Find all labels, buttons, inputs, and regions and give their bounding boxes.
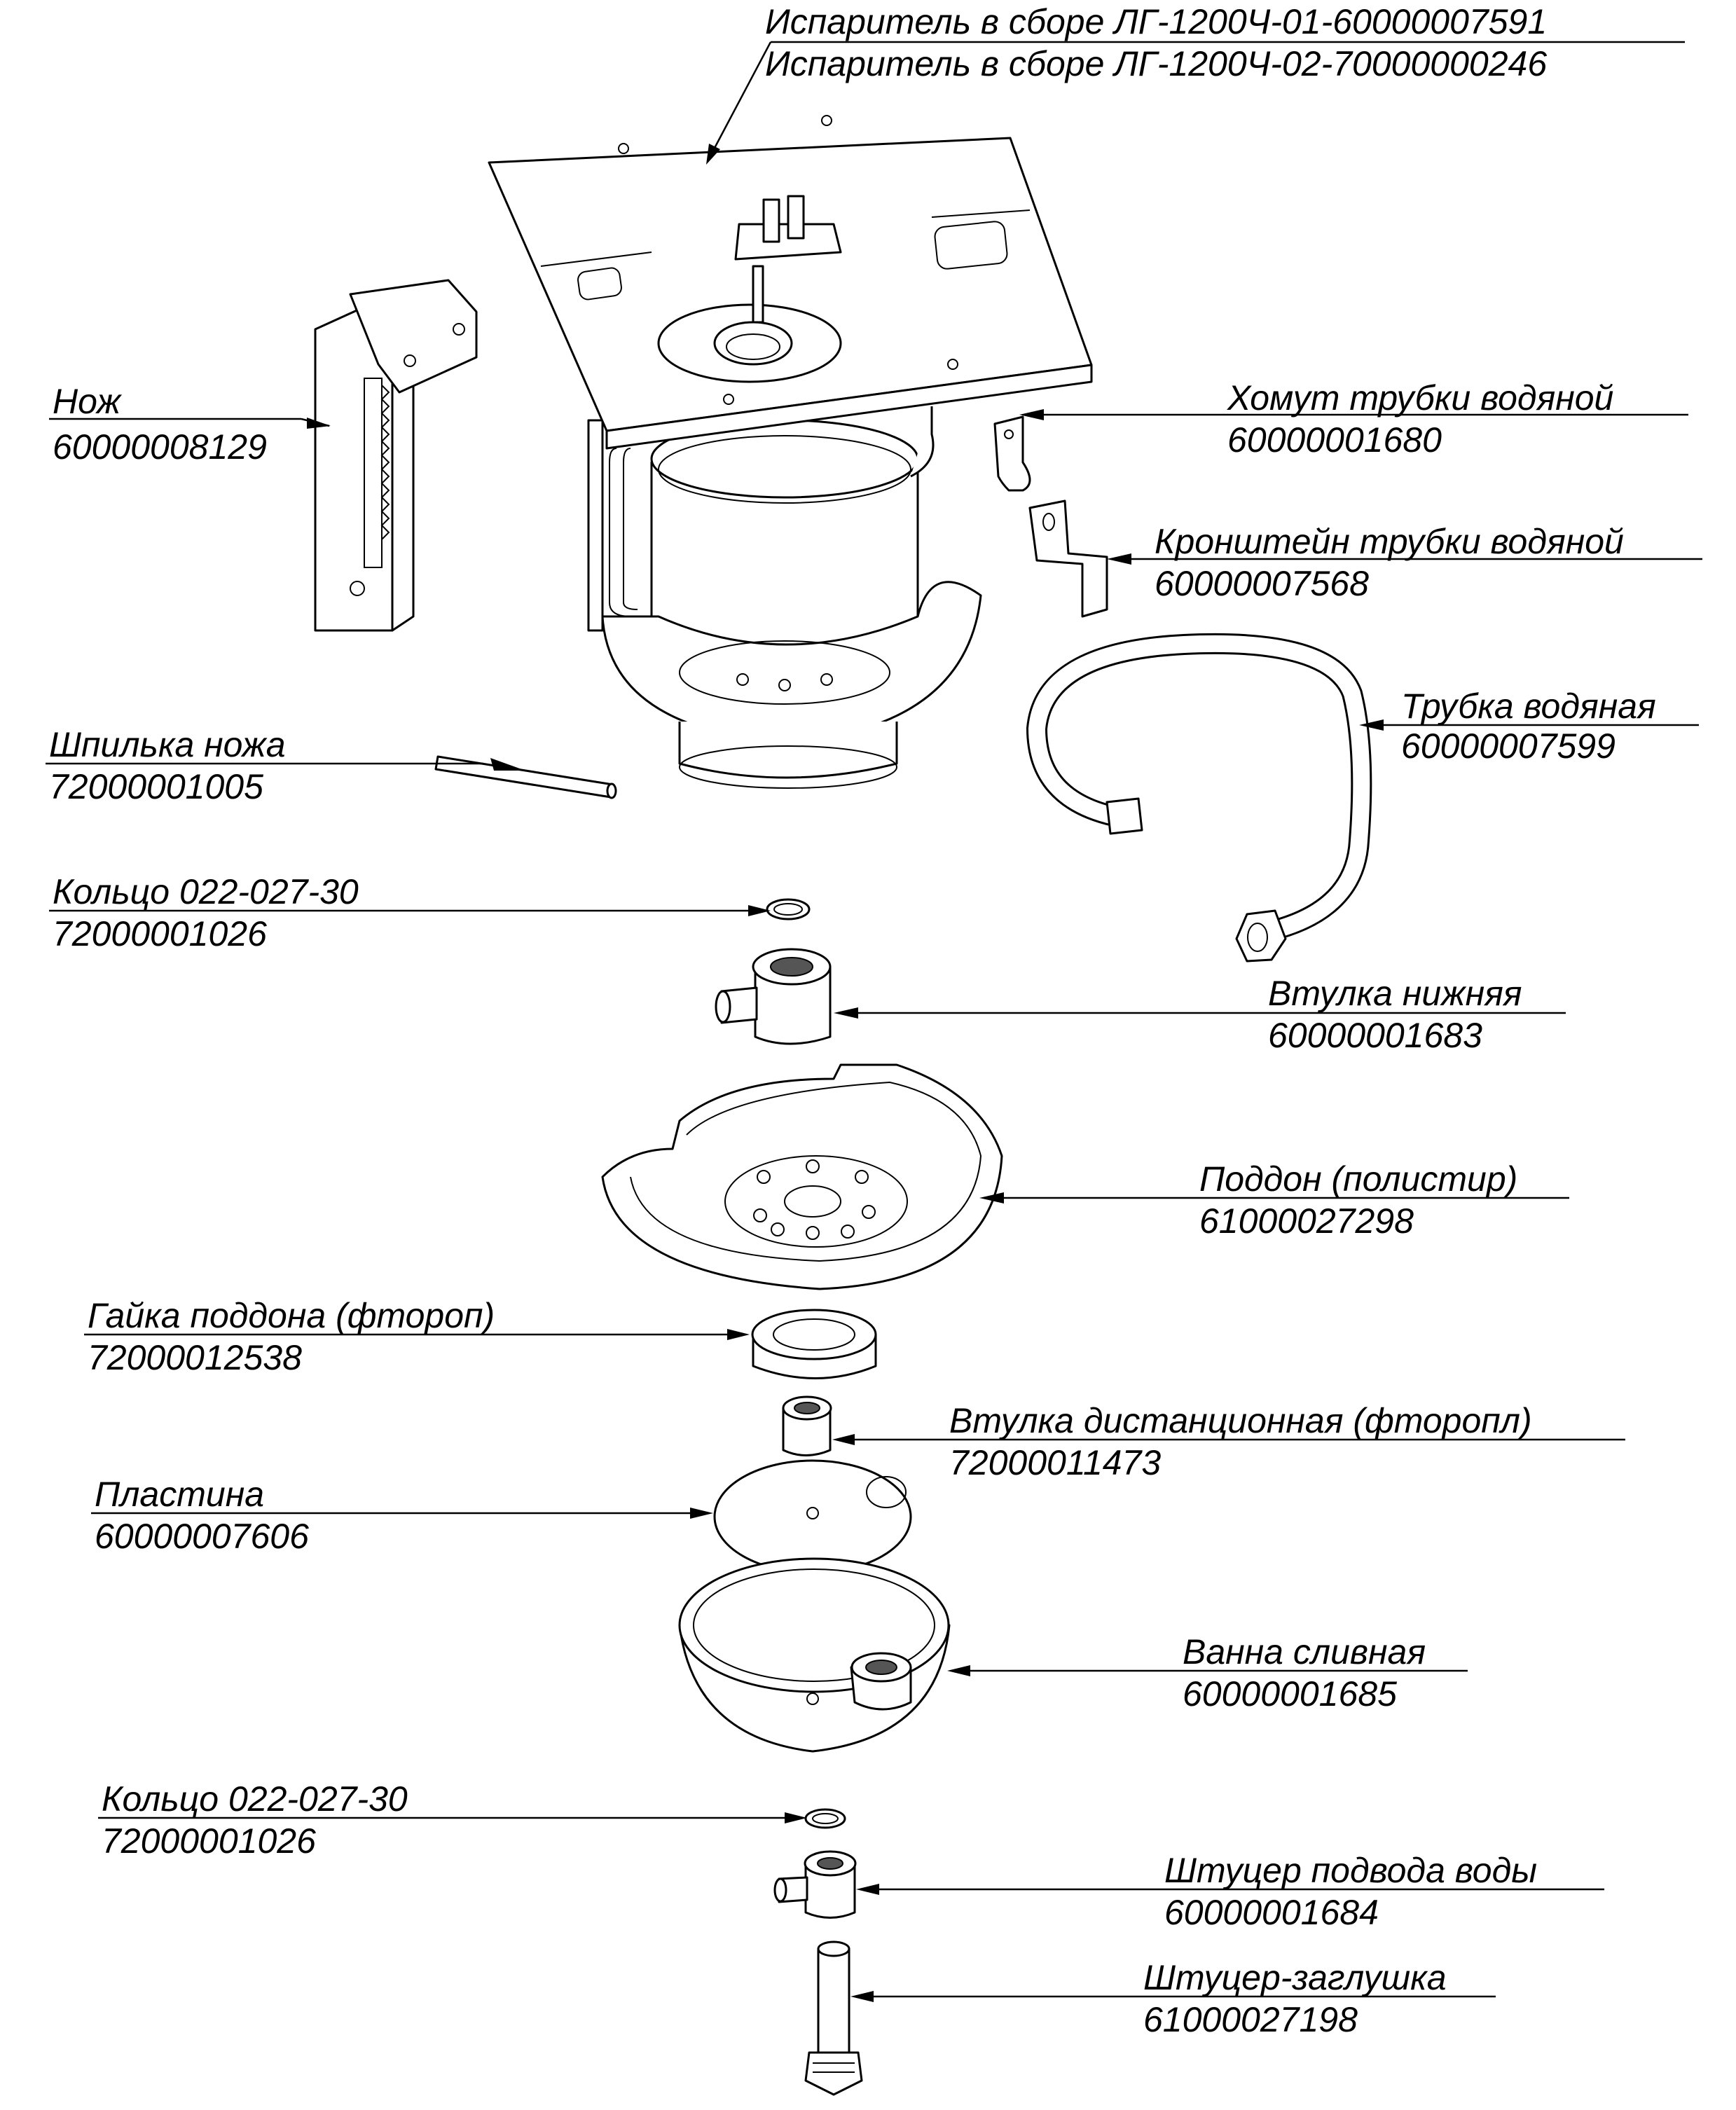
callout-water-tube-name: Трубка водяная bbox=[1401, 687, 1656, 726]
callout-knife-pin-name: Шпилька ножа bbox=[49, 725, 286, 764]
tray-part bbox=[601, 1063, 1003, 1290]
callout-ring-bottom-code: 72000001026 bbox=[102, 1821, 316, 1861]
tray-nut-part bbox=[751, 1309, 877, 1379]
callout-knife-pin: Шпилька ножа 72000001005 bbox=[49, 725, 286, 806]
water-fitting-part bbox=[773, 1850, 857, 1919]
ring-bottom-part bbox=[804, 1808, 846, 1829]
callout-drain-bath-name: Ванна сливная bbox=[1183, 1632, 1426, 1671]
knife-part bbox=[314, 279, 478, 632]
callout-knife-name: Нож bbox=[53, 382, 123, 421]
clamp-part bbox=[993, 415, 1031, 492]
callout-clamp-code: 60000001680 bbox=[1227, 420, 1442, 460]
callout-knife: Нож 60000008129 bbox=[53, 382, 267, 467]
callout-bracket: Кронштейн трубки водяной 60000007568 bbox=[1155, 522, 1624, 603]
callout-plug-fitting: Штуцер-заглушка 61000027198 bbox=[1143, 1958, 1447, 2039]
callout-tray-nut-code: 72000012538 bbox=[88, 1338, 302, 1377]
callout-drain-bath: Ванна сливная 60000001685 bbox=[1183, 1632, 1426, 1713]
callout-water-fitting-name: Штуцер подвода воды bbox=[1164, 1851, 1537, 1890]
callout-plug-fitting-code: 61000027198 bbox=[1143, 2000, 1358, 2039]
callout-ring-bottom-name: Кольцо 022-027-30 bbox=[102, 1779, 408, 1819]
knife-pin-part bbox=[434, 755, 617, 799]
callout-plate-name: Пластина bbox=[95, 1475, 264, 1514]
water-tube-part bbox=[1026, 633, 1372, 963]
callout-bracket-code: 60000007568 bbox=[1155, 564, 1369, 603]
callout-water-tube-code: 60000007599 bbox=[1401, 726, 1616, 766]
callout-spacer-bushing-name: Втулка дистанционная (фторопл) bbox=[949, 1401, 1532, 1440]
callout-drain-bath-code: 60000001685 bbox=[1183, 1674, 1397, 1713]
ring-top-part bbox=[766, 898, 811, 920]
callout-evaporator-line2: Испаритель в сборе ЛГ-1200Ч-02-700000002… bbox=[765, 44, 1547, 83]
callout-spacer-bushing: Втулка дистанционная (фторопл) 720000114… bbox=[949, 1401, 1532, 1482]
callout-water-fitting-code: 60000001684 bbox=[1164, 1893, 1379, 1932]
callout-knife-pin-code: 72000001005 bbox=[49, 767, 263, 806]
plate-part bbox=[713, 1459, 912, 1574]
callout-lower-bushing-code: 60000001683 bbox=[1268, 1016, 1482, 1055]
plug-fitting-part bbox=[804, 1940, 863, 2096]
callout-ring-top-code: 72000001026 bbox=[53, 914, 267, 953]
callout-spacer-bushing-code: 72000011473 bbox=[949, 1443, 1161, 1482]
callout-tray-nut-name: Гайка поддона (фтороп) bbox=[88, 1296, 495, 1335]
bracket-part bbox=[1028, 499, 1108, 618]
evaporator-assembly bbox=[488, 115, 1093, 789]
callout-lower-bushing-name: Втулка нижняя bbox=[1268, 974, 1522, 1013]
callout-plug-fitting-name: Штуцер-заглушка bbox=[1143, 1958, 1447, 1997]
callout-water-fitting: Штуцер подвода воды 60000001684 bbox=[1164, 1851, 1537, 1932]
callout-tray: Поддон (полистир) 61000027298 bbox=[1199, 1159, 1517, 1241]
callout-tray-code: 61000027298 bbox=[1199, 1201, 1414, 1241]
lower-bushing-part bbox=[715, 948, 832, 1045]
callout-evaporator: Испаритель в сборе ЛГ-1200Ч-01-600000075… bbox=[765, 2, 1547, 83]
callout-tray-nut: Гайка поддона (фтороп) 72000012538 bbox=[88, 1296, 495, 1377]
callout-clamp-name: Хомут трубки водяной bbox=[1227, 378, 1613, 418]
callout-tray-name: Поддон (полистир) bbox=[1199, 1159, 1517, 1199]
callout-plate: Пластина 60000007606 bbox=[95, 1475, 309, 1556]
callout-lower-bushing: Втулка нижняя 60000001683 bbox=[1268, 974, 1522, 1055]
callout-evaporator-line1: Испаритель в сборе ЛГ-1200Ч-01-600000075… bbox=[765, 2, 1547, 41]
callout-ring-top-name: Кольцо 022-027-30 bbox=[53, 872, 359, 911]
callout-ring-top: Кольцо 022-027-30 72000001026 bbox=[53, 872, 359, 953]
callout-ring-bottom: Кольцо 022-027-30 72000001026 bbox=[102, 1779, 408, 1861]
callout-water-tube: Трубка водяная 60000007599 bbox=[1401, 687, 1656, 766]
callout-plate-code: 60000007606 bbox=[95, 1517, 309, 1556]
spacer-bushing-part bbox=[782, 1395, 832, 1456]
drain-bath-part bbox=[678, 1557, 951, 1753]
callout-knife-code: 60000008129 bbox=[53, 427, 267, 467]
callout-bracket-name: Кронштейн трубки водяной bbox=[1155, 522, 1624, 561]
leader-lines bbox=[46, 41, 1702, 2002]
callout-clamp: Хомут трубки водяной 60000001680 bbox=[1227, 378, 1613, 460]
